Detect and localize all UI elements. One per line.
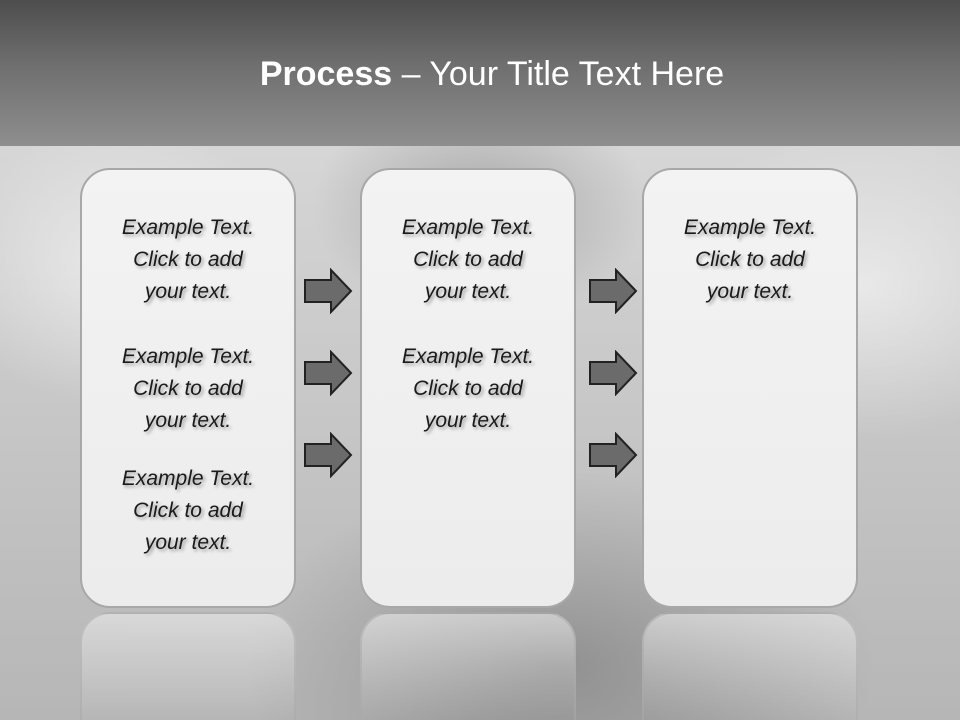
right-arrow-icon (589, 432, 638, 478)
right-arrow-icon (589, 350, 638, 396)
title-rest: – Your Title Text Here (392, 55, 725, 93)
text-line: your text. (424, 409, 512, 432)
text-line: your text. (144, 531, 232, 554)
right-arrow-icon (304, 350, 353, 396)
text-line: Click to add (413, 248, 523, 271)
text-line: Click to add (133, 248, 243, 271)
text-line: Example Text. (401, 216, 535, 239)
text-line: Click to add (413, 377, 523, 400)
text-line: Example Text. (121, 467, 255, 490)
slide-title[interactable]: Process – Your Title Text Here (0, 52, 960, 96)
right-arrow-icon (304, 432, 353, 478)
title-bar: Process – Your Title Text Here (0, 0, 960, 146)
panel-1-text-1[interactable]: Example Text. Click to add your text. (82, 212, 294, 308)
panel-3-text-1[interactable]: Example Text. Click to add your text. (644, 212, 856, 308)
title-bold: Process (259, 55, 393, 93)
text-line: Click to add (133, 377, 243, 400)
text-line: Example Text. (121, 345, 255, 368)
panel-1-text-2[interactable]: Example Text. Click to add your text. (82, 341, 294, 437)
panel-2-text-1[interactable]: Example Text. Click to add your text. (362, 212, 574, 308)
panel-3-reflection (642, 612, 858, 720)
process-panel-2[interactable]: Example Text. Click to add your text. Ex… (360, 168, 576, 608)
text-line: Example Text. (401, 345, 535, 368)
text-line: Click to add (133, 499, 243, 522)
process-panel-1[interactable]: Example Text. Click to add your text. Ex… (80, 168, 296, 608)
panel-2-text-2[interactable]: Example Text. Click to add your text. (362, 341, 574, 437)
text-line: your text. (144, 409, 232, 432)
panel-2-reflection (360, 612, 576, 720)
text-line: Example Text. (121, 216, 255, 239)
text-line: your text. (144, 280, 232, 303)
text-line: your text. (424, 280, 512, 303)
text-line: your text. (706, 280, 794, 303)
process-panel-3[interactable]: Example Text. Click to add your text. (642, 168, 858, 608)
right-arrow-icon (589, 268, 638, 314)
panel-1-text-3[interactable]: Example Text. Click to add your text. (82, 463, 294, 559)
panel-1-reflection (80, 612, 296, 720)
text-line: Click to add (695, 248, 805, 271)
text-line: Example Text. (683, 216, 817, 239)
right-arrow-icon (304, 268, 353, 314)
